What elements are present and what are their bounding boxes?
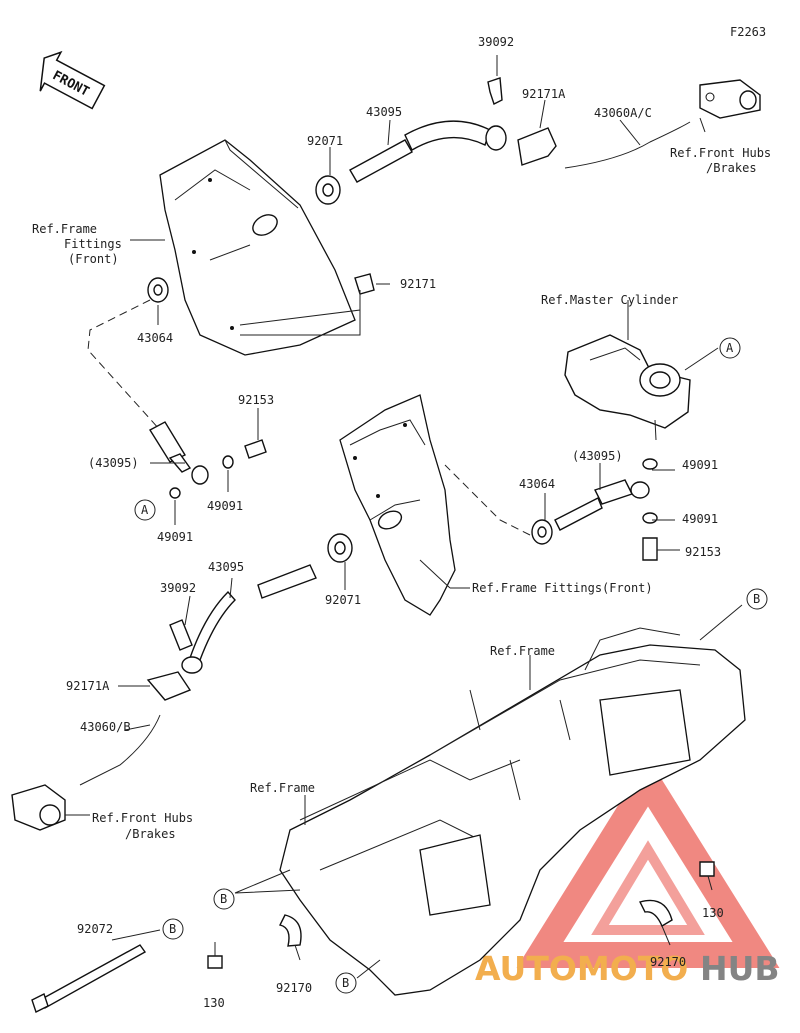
- bracket-92171a-top: [517, 127, 557, 166]
- front-arrow-icon: FRONT: [39, 50, 106, 110]
- ref-front-hubs-top-2: /Brakes: [706, 161, 757, 175]
- master-cylinder: [564, 334, 691, 441]
- ref-front-hubs-top-1: Ref.Front Hubs: [670, 146, 771, 160]
- frame-lower: [279, 627, 746, 996]
- ref-master-cylinder: Ref.Master Cylinder: [541, 293, 678, 307]
- part-label-92170-left: 92170: [276, 981, 312, 995]
- part-label-92171a-mid: 92171A: [66, 679, 110, 693]
- bolt-130-right: [699, 861, 715, 877]
- part-label-39092-top: 39092: [478, 35, 514, 49]
- brake-hose-middle: [79, 533, 353, 786]
- svg-text:B: B: [220, 892, 227, 906]
- callout-a-right: A: [719, 337, 741, 359]
- part-label-130-left: 130: [203, 996, 225, 1010]
- clamp-92170-right: [638, 899, 673, 928]
- clamp-92171: [354, 273, 375, 295]
- part-label-92072: 92072: [77, 922, 113, 936]
- callout-a-left: A: [134, 499, 156, 521]
- part-label-43060b: 43060/B: [80, 720, 131, 734]
- washer-49091-right-bot: [642, 512, 658, 524]
- wheel-cylinder-top: [699, 79, 761, 119]
- part-label-43095-top: 43095: [366, 105, 402, 119]
- part-label-92171a-top: 92171A: [522, 87, 566, 101]
- part-label-92153-left: 92153: [238, 393, 274, 407]
- watermark-text-hub: HUB: [700, 949, 780, 988]
- part-label-92071-mid: 92071: [325, 593, 361, 607]
- part-label-49091-mid: 49091: [207, 499, 243, 513]
- callout-b-bottom: B: [335, 972, 357, 994]
- part-label-130-right: 130: [702, 906, 724, 920]
- svg-text:B: B: [169, 922, 176, 936]
- svg-text:B: B: [342, 976, 349, 990]
- svg-text:A: A: [141, 503, 149, 517]
- part-label-49091-left: 49091: [157, 530, 193, 544]
- figure-code: F2263: [730, 25, 766, 39]
- part-label-43064-left: 43064: [137, 331, 173, 345]
- ref-frame-fittings-2: Fittings: [64, 237, 122, 251]
- part-label-39092-mid: 39092: [160, 581, 196, 595]
- part-label-43095-mid: 43095: [208, 560, 244, 574]
- brake-hose-left: [149, 421, 267, 499]
- frame-fitting-middle: [339, 394, 456, 616]
- ref-frame-fittings-1: Ref.Frame: [32, 222, 97, 236]
- part-label-92170-right: 92170: [650, 955, 686, 969]
- wheel-cylinder-bottom: [11, 784, 66, 831]
- bolt-130-left: [207, 955, 223, 969]
- ref-front-hubs-bot-2: /Brakes: [125, 827, 176, 841]
- part-label-43095-paren-right: (43095): [572, 449, 623, 463]
- frame-fitting-upper: [159, 139, 356, 356]
- part-label-92071-top: 92071: [307, 134, 343, 148]
- part-label-43060ac: 43060A/C: [594, 106, 652, 120]
- clip-39092-top: [487, 77, 503, 105]
- brake-line-43060ac: [564, 121, 691, 169]
- watermark-text-automoto: AUTOMOTO: [475, 949, 688, 988]
- part-label-43064-right: 43064: [519, 477, 555, 491]
- bolt-92153-right: [642, 537, 658, 561]
- ref-frame-left: Ref.Frame: [250, 781, 315, 795]
- svg-text:B: B: [753, 592, 760, 606]
- part-label-92153-right: 92153: [685, 545, 721, 559]
- washer-49091-right-top: [642, 458, 658, 470]
- part-label-92171: 92171: [400, 277, 436, 291]
- ref-frame-top: Ref.Frame: [490, 644, 555, 658]
- part-label-43095-paren-left: (43095): [88, 456, 139, 470]
- clamp-92170-left: [278, 914, 302, 947]
- svg-text:A: A: [726, 341, 734, 355]
- part-label-49091-right-bot: 49091: [682, 512, 718, 526]
- ref-frame-fittings-3: (Front): [68, 252, 119, 266]
- tie-band-92072: [31, 944, 147, 1013]
- ref-front-hubs-bot-1: Ref.Front Hubs: [92, 811, 193, 825]
- callout-b-top-right: B: [746, 588, 768, 610]
- leader-lines: [65, 55, 743, 979]
- callout-b-strap: B: [162, 918, 184, 940]
- brake-hose-upper: [147, 120, 507, 303]
- part-label-49091-right-top: 49091: [682, 458, 718, 472]
- ref-frame-fittings-front: Ref.Frame Fittings(Front): [472, 581, 653, 595]
- callout-b-mid-left: B: [213, 888, 235, 910]
- brake-hose-right: [531, 479, 650, 545]
